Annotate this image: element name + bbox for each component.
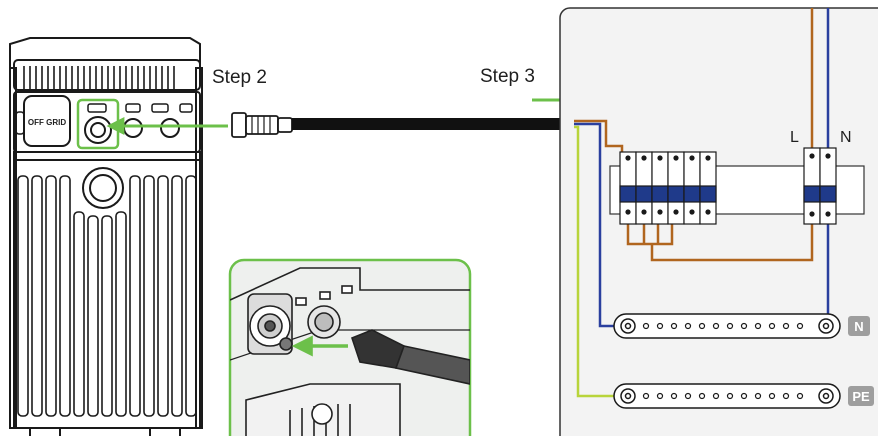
main-breaker	[803, 147, 837, 225]
off-grid-label: OFF GRID	[28, 118, 66, 127]
pe-bar-tag	[848, 386, 874, 406]
cable-connector	[231, 112, 293, 138]
inverter-unit	[9, 37, 203, 436]
black-cable	[292, 118, 574, 130]
line-label: L	[790, 129, 799, 146]
wiring	[574, 8, 830, 398]
neutral-label: N	[840, 129, 852, 146]
pe-bus-bar	[613, 383, 841, 409]
detail-inset	[228, 258, 472, 436]
step3-label: Step 3	[480, 66, 535, 87]
n-bar-tag	[848, 316, 870, 336]
breaker-group	[619, 151, 717, 225]
pe-bar-label: PE	[852, 389, 870, 404]
step2-label: Step 2	[212, 67, 267, 88]
neutral-bus-bar	[613, 313, 841, 339]
n-bar-label: N	[854, 319, 863, 334]
